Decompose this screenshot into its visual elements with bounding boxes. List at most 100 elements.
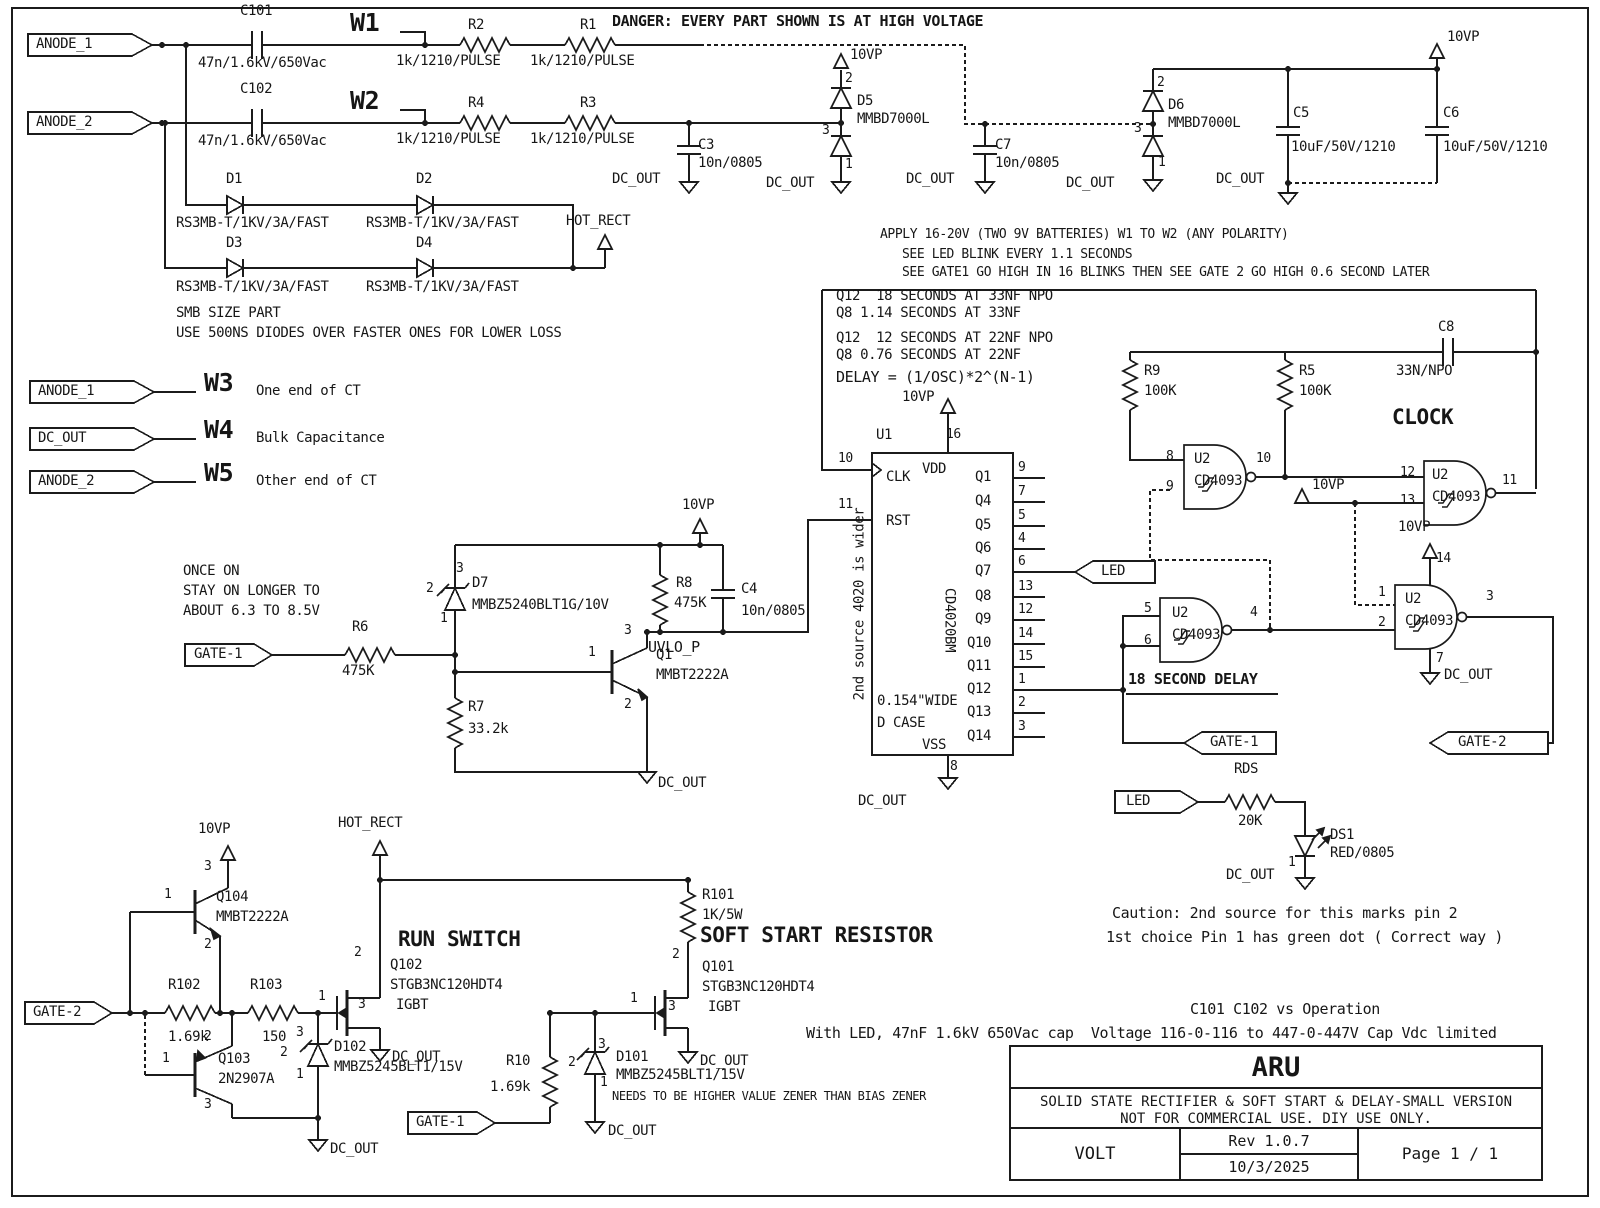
net-dcout-w4: DC_OUT [38,430,87,446]
clock-title: CLOCK [1392,405,1454,429]
soft-start-section [495,880,698,1134]
d5-10vp: 10VP [850,47,883,63]
q101-ref: Q101 [702,959,735,975]
r4-value: 1k/1210/PULSE [396,131,501,147]
gateD-pin14: 14 [1436,551,1451,566]
c3-ref: C3 [698,137,715,153]
u1-q7: Q7 [975,563,992,579]
d6-ref: D6 [1168,97,1185,113]
u1-q6-pin: 4 [1018,531,1026,546]
net-anode1-w3: ANODE_1 [38,383,95,399]
d6-value: MMBD7000L [1168,115,1241,131]
r7-value: 33.2k [468,721,509,737]
anode-input-wires [152,31,1153,137]
r1-ref: R1 [580,17,597,33]
r10-value: 1.69k [490,1079,531,1095]
d2-ref: D2 [416,171,433,187]
note-delay-formula: DELAY = (1/OSC)*2^(N-1) [836,368,1035,386]
uvlo-note2: STAY ON LONGER TO [183,583,320,599]
d102-pin2: 2 [280,1045,288,1060]
net-anode2-top: ANODE_2 [36,114,93,130]
net-gate2-delay: GATE-2 [1458,734,1507,750]
c6-ref: C6 [1443,105,1460,121]
c102-ref: C102 [240,81,273,97]
gateC-ref: U2 [1172,605,1189,621]
q103-pin1: 1 [162,1051,170,1066]
net-anode1-top: ANODE_1 [36,36,93,52]
r101-value: 1K/5W [702,907,743,923]
title-block-revision: Rev 1.0.7 [1228,1132,1310,1150]
ds1-gnd-label: DC_OUT [1226,867,1275,883]
c8-ref: C8 [1438,319,1455,335]
r10-ref: R10 [506,1053,531,1069]
d7-value: MMBZ5240BLT1G/10V [472,597,609,613]
q102-value: STGB3NC120HDT4 [390,977,503,993]
gateB-ref: U2 [1432,467,1449,483]
u1-cd4020 [821,290,1123,790]
d102-gnd-label: DC_OUT [330,1141,379,1157]
gateD-pin1: 1 [1378,585,1386,600]
d102-pin1: 1 [296,1067,304,1082]
hot-rect-top: HOT_RECT [566,213,631,229]
r8-ref: R8 [676,575,693,591]
u1-pin11: 11 [838,497,853,512]
q104-ref: Q104 [216,889,249,905]
u1-q11-pin: 15 [1018,649,1033,664]
title-block-date: 10/3/2025 [1228,1158,1310,1176]
soft-start-title: SOFT START RESISTOR [700,923,933,947]
d7-ref: D7 [472,575,489,591]
c5-value: 10uF/50V/1210 [1291,139,1396,155]
gateB-part: CD4093 [1432,489,1481,505]
u1-gnd-label: DC_OUT [858,793,907,809]
q101-pin2: 2 [672,947,680,962]
q104-pin2: 2 [204,937,212,952]
u1-q12-pin: 1 [1018,672,1026,687]
u1-vss: VSS [922,737,947,753]
net-led-rds: LED [1126,793,1151,809]
c101-value: 47n/1.6kV/650Vac [198,55,327,71]
u1-q4-pin: 7 [1018,484,1026,499]
u1-10vp: 10VP [902,389,935,405]
topright-10vp: 10VP [1447,29,1480,45]
caution-line1: Caution: 2nd source for this marks pin 2 [1112,904,1458,922]
delay-gates [1122,543,1554,744]
clamp-network [677,53,1164,194]
gateD-part: CD4093 [1405,613,1454,629]
q102-gate-pin: 1 [318,989,326,1004]
r4-ref: R4 [468,95,485,111]
c56-gnd-label: DC_OUT [1216,171,1265,187]
d101-pin2: 2 [568,1055,576,1070]
hot-rect-bottom: HOT_RECT [338,815,403,831]
ds1-value: RED/0805 [1330,845,1395,861]
c101-ref: C101 [240,3,273,19]
q103-pin2: 2 [204,1029,212,1044]
d5-ref: D5 [857,93,874,109]
sheet-border [10,6,1590,1198]
uvlo-10vp: 10VP [682,497,715,513]
q1-value: MMBT2222A [656,667,729,683]
d3-value: RS3MB-T/1KV/3A/FAST [176,279,329,295]
ct-stub-wires [154,391,196,483]
c3-value: 10n/0805 [698,155,763,171]
gateA-pin9: 9 [1166,479,1174,494]
r7-ref: R7 [468,699,485,715]
q102-gnd-label: DC_OUT [392,1049,441,1065]
run-switch-section [112,840,688,1152]
d102-pin3: 3 [296,1025,304,1040]
u1-wide: 0.154"WIDE [877,693,958,709]
d5-gnd-label: DC_OUT [766,175,815,191]
op-note2: With LED, 47nF 1.6kV 650Vac cap Voltage … [806,1024,1497,1042]
gateD-pin2: 2 [1378,615,1386,630]
c102-value: 47n/1.6kV/650Vac [198,133,327,149]
u1-q13: Q13 [967,704,992,720]
u1-ref: U1 [876,427,893,443]
gateB-pin13: 13 [1400,493,1415,508]
note-gate1-high: SEE GATE1 GO HIGH IN 16 BLINKS THEN SEE … [902,265,1430,280]
diode-note: USE 500NS DIODES OVER FASTER ONES FOR LO… [176,325,562,341]
gateA-pin10: 10 [1256,451,1271,466]
d102-value: MMBZ5245BLT1/15V [334,1059,463,1075]
u1-pin10: 10 [838,451,853,466]
danger-note: DANGER: EVERY PART SHOWN IS AT HIGH VOLT… [612,12,984,30]
title-block-frame [1009,1045,1543,1181]
q102-ref: Q102 [390,957,423,973]
